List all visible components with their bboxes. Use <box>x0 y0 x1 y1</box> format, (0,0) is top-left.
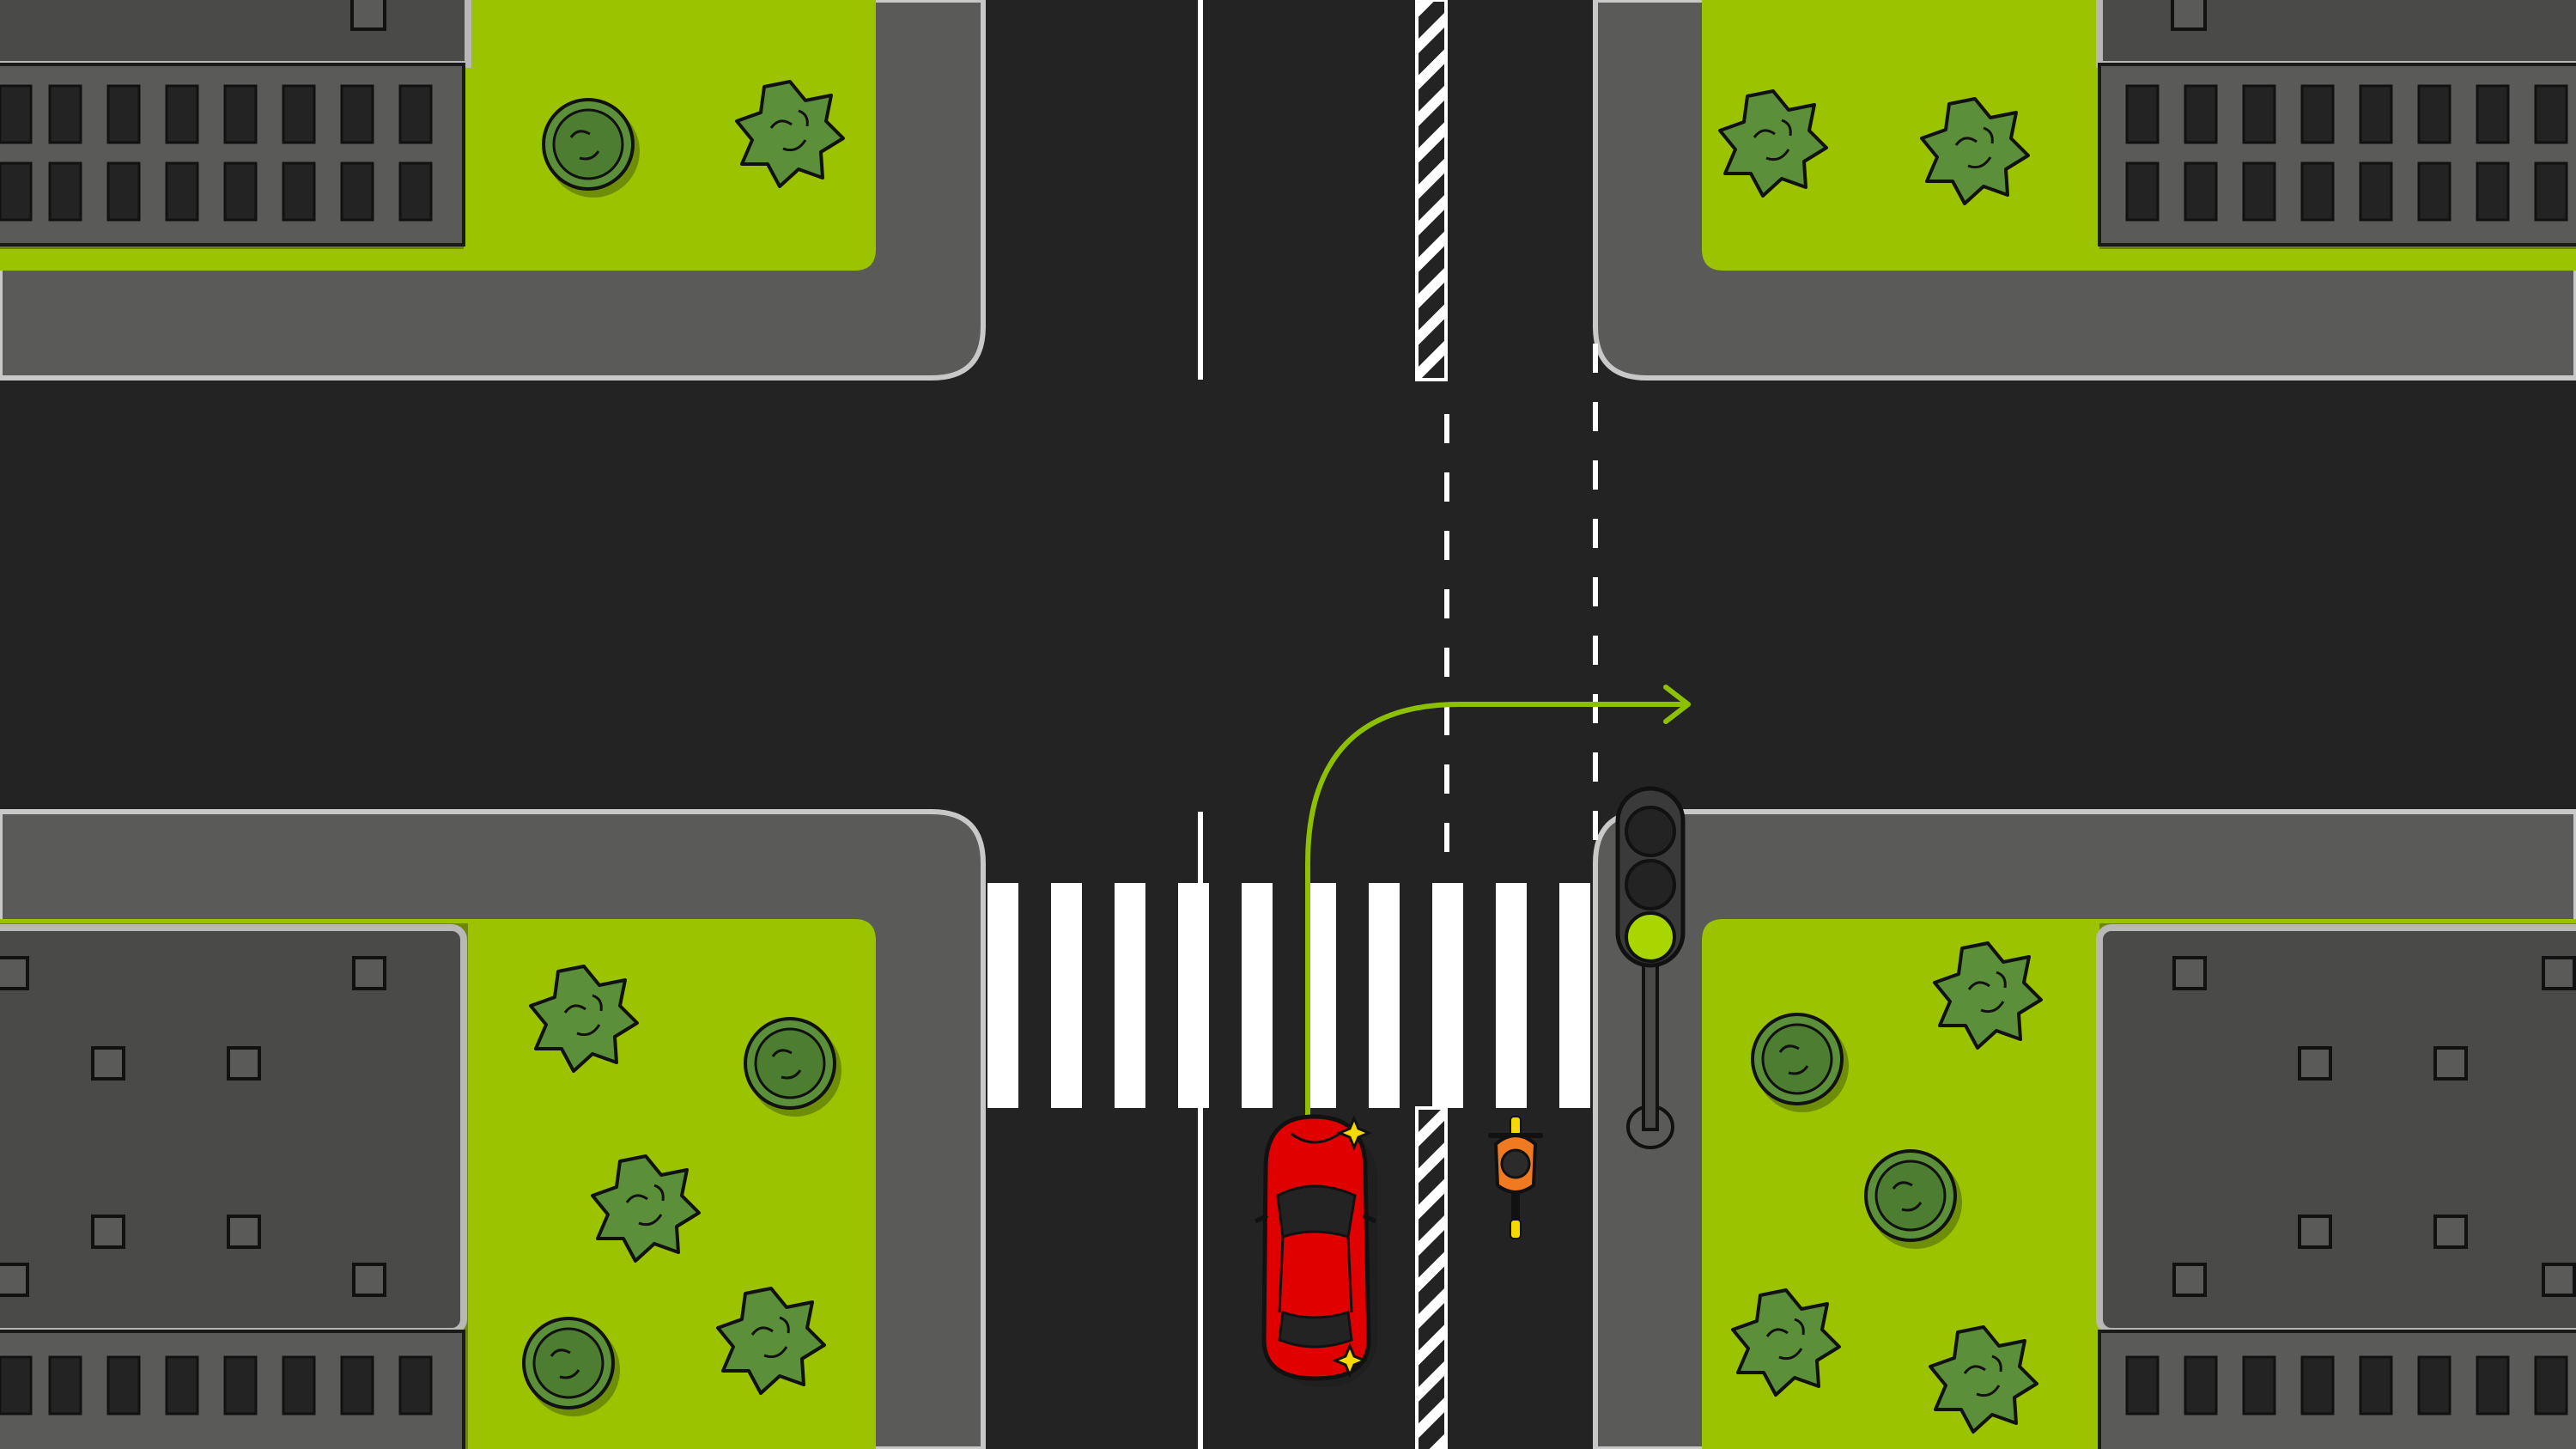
signal-green <box>1625 911 1676 963</box>
signal-amber <box>1625 859 1676 910</box>
building-top-right <box>2096 0 2576 249</box>
building-bottom-left <box>0 923 468 1449</box>
traffic-light-icon <box>1615 786 1686 1149</box>
building-windows <box>0 84 433 222</box>
signal-red <box>1625 806 1676 857</box>
road-markings <box>987 0 1598 1449</box>
block-bottom-right <box>1593 809 2576 1449</box>
block-top-left <box>0 0 986 381</box>
building-windows <box>0 1355 433 1416</box>
route-arrow <box>1305 685 1691 1121</box>
building-windows <box>2125 84 2568 222</box>
indicator-light <box>1332 1115 1372 1379</box>
crosswalk <box>987 883 1590 1108</box>
bike-lane-hatch-bottom <box>1415 1106 1448 1449</box>
bike-lane-hatch-top <box>1415 0 1448 381</box>
car-icon <box>1254 1114 1377 1387</box>
building-top-left <box>0 0 471 249</box>
building-bottom-right <box>2096 923 2576 1449</box>
block-top-right <box>1593 0 2576 381</box>
cyclist-icon <box>1488 1116 1543 1239</box>
building-windows <box>2125 1355 2568 1416</box>
block-bottom-left <box>0 809 986 1449</box>
